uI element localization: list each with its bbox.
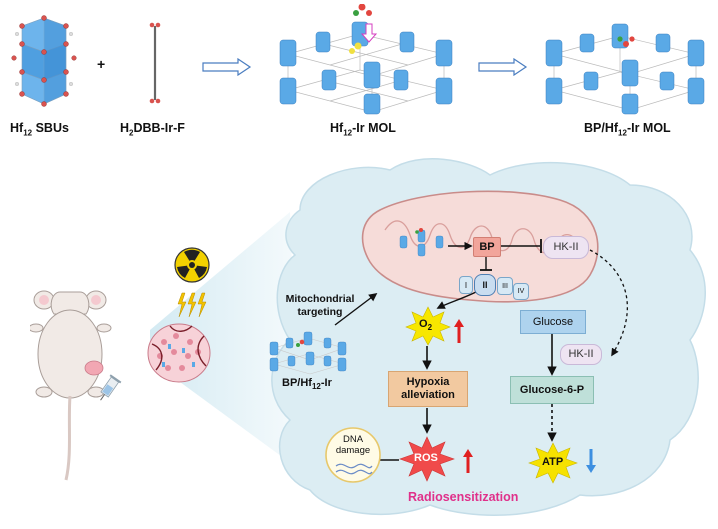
atp-star-icon (528, 442, 578, 484)
bp-hf12-ir-mol-lattice (545, 23, 705, 115)
tumor-illustration (147, 323, 211, 383)
mof-in-mito-icon (399, 228, 444, 257)
radiation-icon (174, 247, 210, 283)
hk2-mid-box: HK-II (560, 344, 602, 365)
ligand-label: H2DBB-Ir-F (120, 121, 185, 138)
glucose-box: Glucose (520, 310, 586, 334)
o2-up-arrow-icon (454, 319, 464, 343)
ros-star-icon (399, 436, 455, 482)
ros-up-arrow-icon (463, 449, 473, 473)
hf12-sbu-illustration (11, 15, 77, 107)
dna-damage-label: DNA damage (335, 434, 371, 456)
lightning-icon (177, 292, 207, 318)
bp-hf12-ir-mol-label: BP/Hf12-Ir MOL (584, 121, 671, 138)
complex-iv: IV (513, 283, 529, 300)
bp-box: BP (473, 237, 501, 257)
hk2-top-box: HK-II (543, 236, 589, 259)
o2-label: O2 (419, 318, 433, 333)
syringe-icon (100, 374, 122, 401)
glucose-6-p-box: Glucose-6-P (510, 376, 594, 404)
complex-ii: II (474, 274, 496, 296)
hf12-sbus-label: Hf12 SBUs (10, 121, 69, 138)
mouse-illustration (30, 290, 112, 481)
plus-sign: + (97, 56, 106, 72)
radiosensitization-label: Radiosensitization (408, 490, 519, 504)
atp-label: ATP (542, 456, 564, 468)
hf12-ir-mol-lattice (279, 4, 453, 115)
bp-hf12-ir-label: BP/Hf12-Ir (282, 377, 332, 392)
mitochondrial-targeting-label: Mitochondrial targeting (285, 293, 355, 318)
complex-iii: III (497, 277, 513, 295)
o2-star-icon (405, 306, 451, 346)
hf12-ir-mol-label: Hf12-Ir MOL (330, 121, 396, 138)
arrow-right-icon (202, 58, 252, 76)
hypoxia-alleviation-box: Hypoxia alleviation (388, 371, 468, 407)
bp-hf12-ir-small-mof (269, 331, 347, 375)
complex-i: I (459, 276, 473, 294)
arrow-right-icon (478, 58, 528, 76)
atp-down-arrow-icon (586, 449, 596, 473)
ros-label: ROS (414, 452, 438, 464)
ligand-rod-illustration (149, 22, 161, 104)
dna-damage-circle (325, 427, 381, 483)
